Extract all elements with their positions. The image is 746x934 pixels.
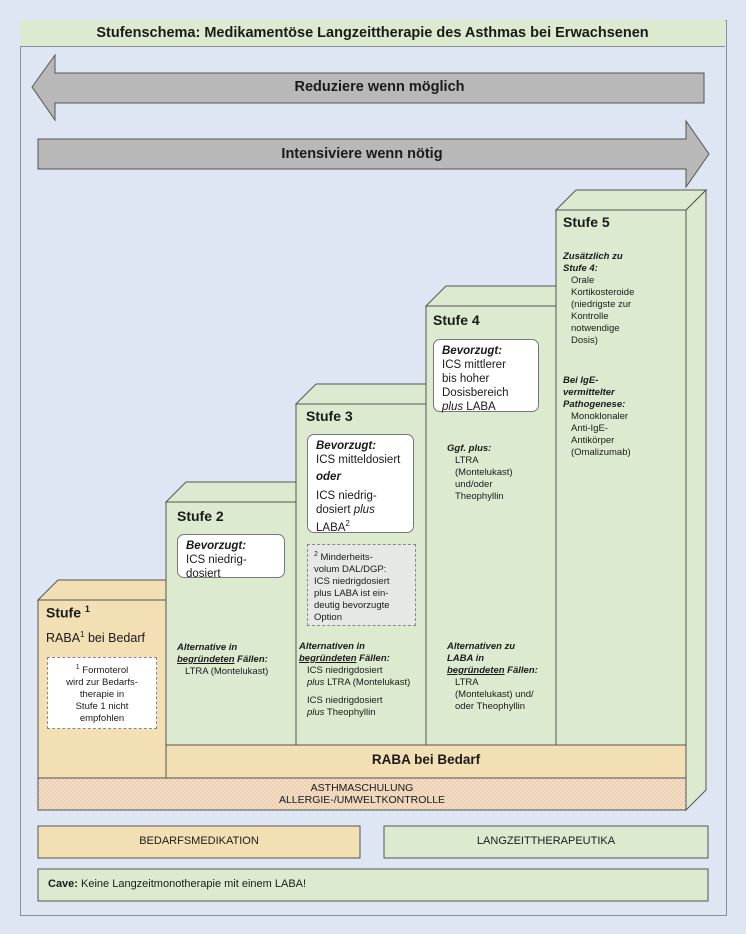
diagram-title: Stufenschema: Medikamentöse Langzeitther… [20,20,725,47]
stufe3-alternatives: Alternativen in begründeten Fällen: ICS … [299,641,411,718]
raba-bar-label: RABA bei Bedarf [371,752,481,767]
stufe1-footnote: 1 Formoterol wird zur Bedarfs- therapie … [47,657,157,729]
stufe5-additional: Zusätzlich zu Stufe 4: Orale Kortikoster… [563,251,635,346]
reduce-arrow-label: Reduziere wenn möglich [294,79,465,95]
stufe5-ige: Bei IgE- vermittelter Pathogenese: Monok… [563,375,631,458]
stair-side [685,188,707,812]
step5-front [555,209,687,746]
legend-bedarf-label: BEDARFSMEDIKATION [139,835,259,847]
step3-top [294,383,448,405]
stufe4-alternatives: Alternativen zu LABA in begründeten Fäll… [447,641,538,712]
stufe1-title: Stufe 1 [46,604,90,621]
legend-bedarf-swatch [37,825,361,859]
base-labels: ASTHMASCHULUNG ALLERGIE-/UMWELTKONTROLLE [278,782,446,806]
stufe2-preferred-box: Bevorzugt: ICS niedrig- dosiert [177,534,285,580]
step4-top [424,285,578,307]
stufe3-preferred-box: Bevorzugt: ICS mitteldosiert oder ICS ni… [307,434,414,534]
stufe4-ggf: Ggf. plus: LTRA (Montelukast) und/oder T… [447,443,513,502]
stufe4-preferred-box: Bevorzugt: ICS mittlerer bis hoher Dosis… [433,339,539,413]
reduce-arrow [31,53,705,122]
step1-top [36,579,188,601]
legend-langzeit-swatch [383,825,709,859]
step5-top [554,189,708,211]
stufe4-title: Stufe 4 [433,312,480,328]
cave-note: Cave: Keine Langzeitmonotherapie mit ein… [48,878,307,890]
base-bar [37,777,687,811]
stufe3-note: 2 Minderheits- volum DAL/DGP: ICS niedri… [307,544,416,626]
intensify-arrow [37,119,710,189]
raba-bar [165,744,687,779]
intensify-arrow-label: Intensiviere wenn nötig [281,146,443,162]
cave-box [37,868,709,902]
stufe1-raba: RABA1 bei Bedarf [46,630,145,646]
legend-langzeit-label: LANGZEITTHERAPEUTIKA [476,835,616,847]
step2-top [164,481,318,503]
stufe2-title: Stufe 2 [177,508,224,524]
stufe3-title: Stufe 3 [306,408,353,424]
stufe2-alternative: Alternative in begründeten Fällen: LTRA … [177,642,269,677]
stufe5-title: Stufe 5 [563,214,610,230]
